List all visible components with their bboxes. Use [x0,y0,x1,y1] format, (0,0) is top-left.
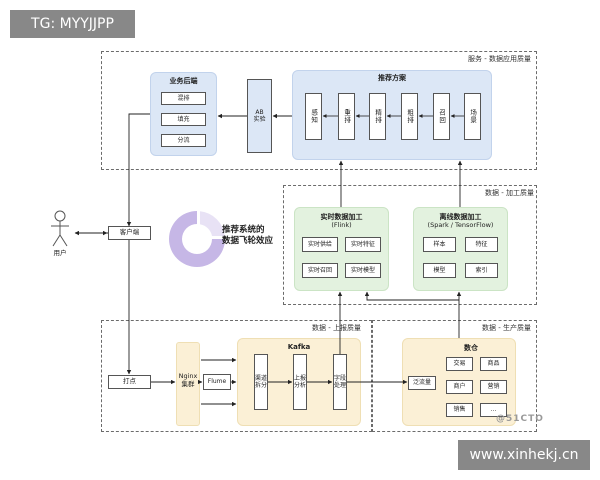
business-item-split: 分流 [161,134,206,147]
offline-item-sample: 样本 [423,237,456,252]
region-service [101,51,537,170]
watermark-bottom-right: www.xinhekj.cn [458,440,590,470]
offline-item-model: 模型 [423,263,456,278]
offline-item-feature: 特征 [465,237,498,252]
user-label: 用户 [53,249,67,257]
flywheel-title: 推荐系统的 数据飞轮效应 [222,225,273,248]
nginx-label: Nginx 集群 [178,372,198,388]
region-reporting-label: 数据 - 上报质量 [312,324,361,332]
realtime-item-feature: 实时特征 [345,237,381,252]
realtime-subtitle: (Flink) [331,221,352,229]
warehouse-item-trade: 交易 [446,357,473,371]
realtime-item-supply: 实时供给 [302,237,338,252]
warehouse-item-merchant: 商户 [446,380,473,394]
region-production [372,320,537,432]
client-box: 客户端 [108,226,151,240]
recommend-item-scene: 场景 [464,93,481,140]
recommend-panel [292,70,492,160]
stage-field-process-label: 字段 处理 [334,374,347,389]
stage-report-analysis-label: 上报 分析 [294,374,307,389]
warehouse-item-more: ... [480,403,507,417]
region-service-label: 服务 - 数据应用质量 [468,55,531,63]
offline-item-index: 索引 [465,263,498,278]
offline-subtitle: (Spark / TensorFlow) [427,221,494,229]
flywheel-line1: 推荐系统的 [222,225,265,235]
recommend-item-finerank: 精排 [369,93,386,140]
flywheel-ring-icon [169,211,225,267]
flume-box: Flume [203,374,231,390]
recommend-item-recall: 召回 [433,93,450,140]
watermark-top-left: TG: MYYJJPP [10,10,135,38]
region-reporting [101,320,372,432]
business-backend-title: 业务后端 [169,77,198,85]
warehouse-item-goods: 商品 [480,357,507,371]
dot-box: 打点 [108,375,151,389]
kafka-title: Kafka [287,343,311,351]
recommend-item-perceive: 感知 [305,93,322,140]
stage-field-process: 字段 处理 [333,354,347,410]
recommend-item-coarserank: 粗排 [401,93,418,140]
warehouse-title: 数仓 [464,344,478,352]
flywheel-line2: 数据飞轮效应 [222,236,274,247]
warehouse-flow-box: 泛流量 [408,376,436,390]
user-icon [51,210,69,247]
realtime-item-model: 实时模型 [345,263,381,278]
region-processing [283,185,537,305]
realtime-item-recall: 实时召回 [302,263,338,278]
business-item-mix: 混排 [161,92,206,105]
offline-title: 离线数据加工 [439,213,482,221]
corner-logo-watermark: @51CTO [496,414,544,424]
business-item-fill: 填充 [161,113,206,126]
realtime-title: 实时数据加工 [320,213,363,221]
stage-report-analysis: 上报 分析 [293,354,307,410]
stage-channel-split: 渠道 拆分 [254,354,268,410]
recommend-title: 推荐方案 [378,74,406,82]
ab-test-label: AB 实验 [253,108,266,123]
stage-channel-split-label: 渠道 拆分 [255,374,268,389]
warehouse-item-sales: 销售 [446,403,473,417]
region-production-label: 数据 - 生产质量 [482,324,531,332]
warehouse-item-marketing: 营销 [480,380,507,394]
recommend-item-rerank: 重排 [338,93,355,140]
region-processing-label: 数据 - 加工质量 [485,189,534,197]
ab-test-box: AB 实验 [247,79,272,153]
